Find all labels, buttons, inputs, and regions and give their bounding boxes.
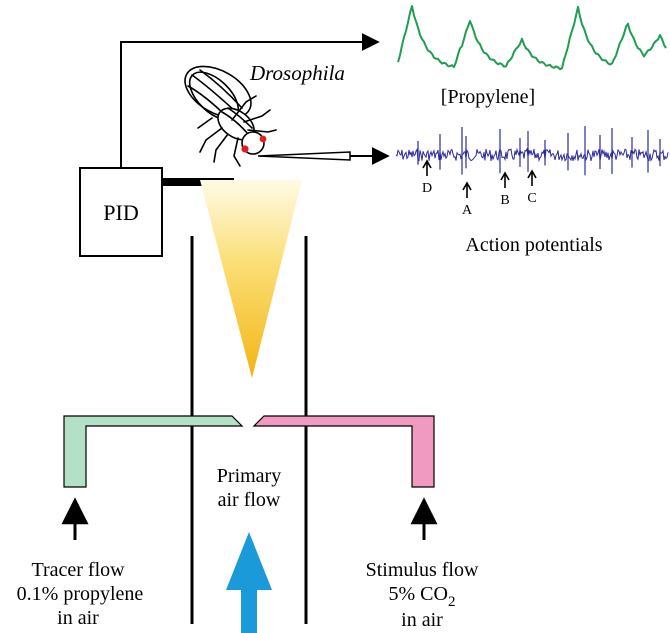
organism-label: Drosophila — [249, 61, 345, 85]
electrode-icon — [257, 151, 351, 161]
primary-flow-label-line2: air flow — [218, 489, 281, 511]
stimulus-flow-label-line1: Stimulus flow — [366, 559, 479, 581]
tracer-flow-label-line1: Tracer flow — [31, 559, 125, 581]
odor-plume — [200, 180, 302, 378]
pid-label: PID — [103, 200, 138, 225]
stimulus-concentration: 5% CO — [389, 583, 448, 605]
primary-flow-label-line1: Primary — [217, 465, 281, 487]
spike-marker-arrow — [500, 171, 510, 188]
fly-eye-left — [241, 145, 249, 153]
primary-flow-arrow — [226, 532, 272, 633]
propylene-trace — [397, 5, 667, 71]
action-potential-trace — [395, 126, 669, 176]
pid-probe — [162, 178, 234, 186]
fly-eye-right — [259, 135, 267, 143]
tracer-flow-label-line2: 0.1% propylene — [17, 583, 144, 605]
action-potential-noise — [395, 147, 669, 163]
stimulus-flow-label-line2: 5% CO2 — [389, 583, 456, 610]
spike-marker-label: C — [527, 191, 536, 206]
tracer-tube — [63, 415, 244, 488]
stimulus-tube — [252, 415, 435, 488]
pid-box — [79, 167, 163, 257]
spike-marker-label: B — [500, 193, 509, 208]
action-potentials-label: Action potentials — [465, 234, 602, 256]
stimulus-subscript: 2 — [448, 594, 456, 610]
drosophila-fly-icon — [184, 65, 277, 167]
spike-marker-arrow — [462, 181, 472, 198]
spike-marker-arrow — [422, 159, 432, 176]
stimulus-flow-label-line3: in air — [401, 609, 443, 631]
tracer-flow-label-line3: in air — [57, 607, 99, 629]
spike-marker-arrow — [527, 169, 537, 186]
spike-markers: D A B C — [422, 159, 537, 218]
spike-marker-label: A — [462, 203, 473, 218]
spike-marker-label: D — [422, 181, 432, 196]
pid-signal-arrow — [120, 33, 380, 168]
propylene-label: [Propylene] — [441, 86, 535, 108]
